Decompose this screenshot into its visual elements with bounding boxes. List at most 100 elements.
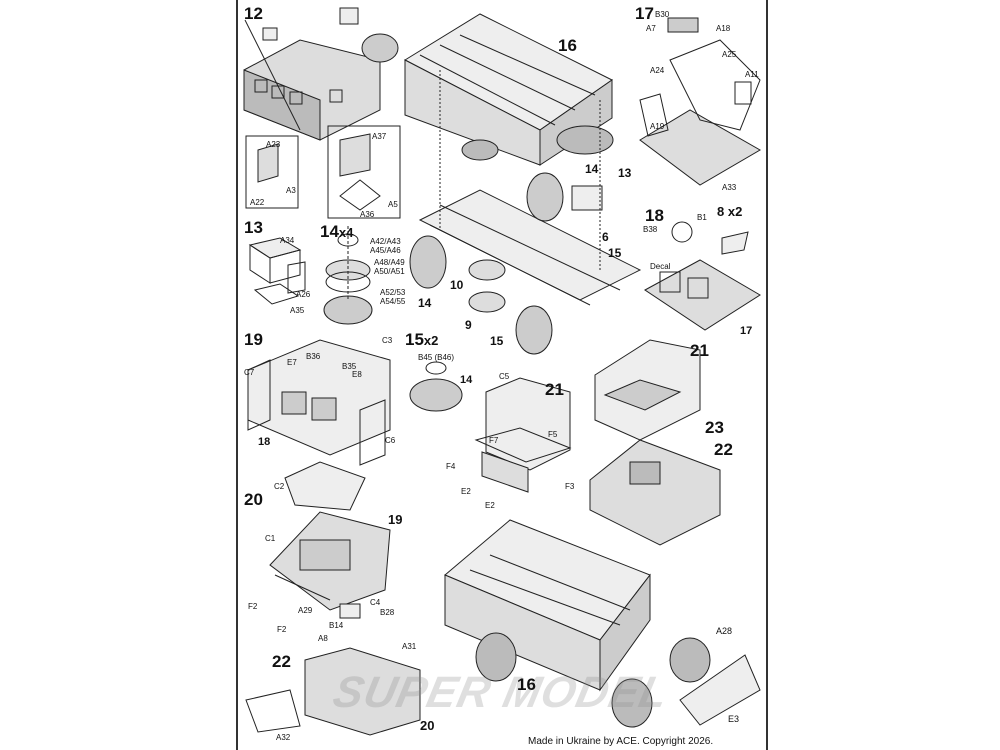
ref-15a: 15 — [608, 246, 622, 260]
step-number-17: 17 — [635, 4, 654, 23]
part-label: A19 — [650, 122, 665, 131]
step22-23-cab — [589, 339, 721, 546]
part-label: B36 — [306, 352, 321, 361]
part-label: A26 — [296, 290, 311, 299]
ref-13: 13 — [618, 166, 632, 180]
part-label: A42/A43 — [370, 237, 401, 246]
step-number-19: 19 — [244, 330, 263, 349]
part-label: A54/55 — [380, 297, 406, 306]
part-label: A3 — [286, 186, 296, 195]
part-label: E8 — [352, 370, 362, 379]
part-label: F2 — [248, 602, 258, 611]
part-label: E2 — [485, 501, 495, 510]
part-label: E7 — [287, 358, 297, 367]
part-label: F4 — [446, 462, 456, 471]
part-label: A52/53 — [380, 288, 406, 297]
step22-hood-assembly — [245, 603, 421, 736]
step15-spare-wheel — [409, 361, 463, 412]
step-number-23: 23 — [705, 418, 724, 437]
part-label: C5 — [499, 372, 510, 381]
part-label: A33 — [722, 183, 737, 192]
step-number-16b: 16 — [517, 675, 536, 694]
part-label: Decal — [650, 262, 671, 271]
part-label: A25 — [722, 50, 737, 59]
part-label: A31 — [402, 642, 417, 651]
part-label: A36 — [360, 210, 375, 219]
part-label: A18 — [716, 24, 731, 33]
step-number-15x2: 15x2 — [405, 330, 438, 350]
ref-18: 18 — [258, 436, 271, 448]
part-label: B30 — [655, 10, 670, 19]
step17-cab-interior — [639, 17, 761, 186]
part-label: A45/A46 — [370, 246, 401, 255]
part-label: A24 — [650, 66, 665, 75]
part-label: A32 — [276, 733, 291, 742]
part-label: A5 — [388, 200, 398, 209]
ref-20: 20 — [420, 718, 435, 733]
step-8x2: 8 x2 — [717, 204, 743, 219]
ref-9: 9 — [465, 318, 472, 332]
part-label: B28 — [380, 608, 395, 617]
part-label: F2 — [277, 625, 287, 634]
part-label: B35 — [342, 362, 357, 371]
step-15-multiplier: x2 — [423, 333, 439, 348]
ref-14b: 14 — [418, 296, 432, 310]
step-number-16a: 16 — [558, 36, 577, 55]
part-label: B1 — [697, 213, 707, 222]
part-label: C6 — [385, 436, 396, 445]
part-label: A29 — [298, 606, 313, 615]
part-label: A37 — [372, 132, 387, 141]
part-label: F7 — [489, 436, 499, 445]
ref-14a: 14 — [585, 162, 599, 176]
step-15-number: 15 — [405, 330, 424, 349]
part-label: E2 — [461, 487, 471, 496]
step16-cargo-bed — [403, 13, 614, 166]
part-label: C4 — [370, 598, 381, 607]
part-label: F3 — [565, 482, 575, 491]
ref-6: 6 — [602, 230, 609, 244]
part-label: E3 — [728, 714, 740, 724]
step20-front-assembly — [269, 461, 391, 611]
step-number-21b: 21 — [690, 341, 709, 360]
part-label: B14 — [329, 621, 344, 630]
watermark-text: SUPER MODEL — [328, 668, 674, 717]
ref-14c: 14 — [460, 374, 473, 386]
part-label: A34 — [280, 236, 295, 245]
part-label: B38 — [643, 225, 658, 234]
part-label: B45 (B46) — [418, 353, 455, 362]
step-number-22: 22 — [272, 652, 291, 671]
step-number-13: 13 — [244, 218, 263, 237]
step-14-number: 14 — [320, 222, 339, 241]
step12-ammo-boxes — [243, 7, 401, 219]
step14-15-chassis — [409, 70, 642, 355]
part-label: C1 — [265, 534, 276, 543]
part-label: A48/A49 — [374, 258, 405, 267]
step19-cab-assembly — [247, 339, 391, 466]
step-number-22b: 22 — [714, 440, 733, 459]
ref-19: 19 — [388, 512, 403, 527]
part-label: A7 — [646, 24, 656, 33]
step13-crate — [248, 237, 306, 305]
ref-10: 10 — [450, 278, 464, 292]
step-number-20: 20 — [244, 490, 263, 509]
part-label: F5 — [548, 430, 558, 439]
step-number-21a: 21 — [545, 380, 564, 399]
ref-15b: 15 — [490, 334, 504, 348]
step-number-14x4: 14x4 — [320, 222, 353, 242]
part-label: A50/A51 — [374, 267, 405, 276]
step-14-multiplier: x4 — [338, 225, 354, 240]
part-label: A28 — [716, 626, 733, 636]
copyright-footer: Made in Ukraine by ACE. Copyright 2026. — [528, 736, 714, 747]
step21-cab-roof — [474, 377, 572, 493]
part-label: A35 — [290, 306, 305, 315]
part-label: A22 — [250, 198, 265, 207]
complete-truck — [444, 519, 761, 728]
part-label: C3 — [382, 336, 393, 345]
part-label: A11 — [745, 70, 759, 79]
part-label: A23 — [266, 140, 281, 149]
step14-wheel-exploded — [323, 226, 373, 325]
part-label: C7 — [244, 368, 255, 377]
step-number-18: 18 — [645, 206, 664, 225]
ref-17: 17 — [740, 325, 753, 337]
